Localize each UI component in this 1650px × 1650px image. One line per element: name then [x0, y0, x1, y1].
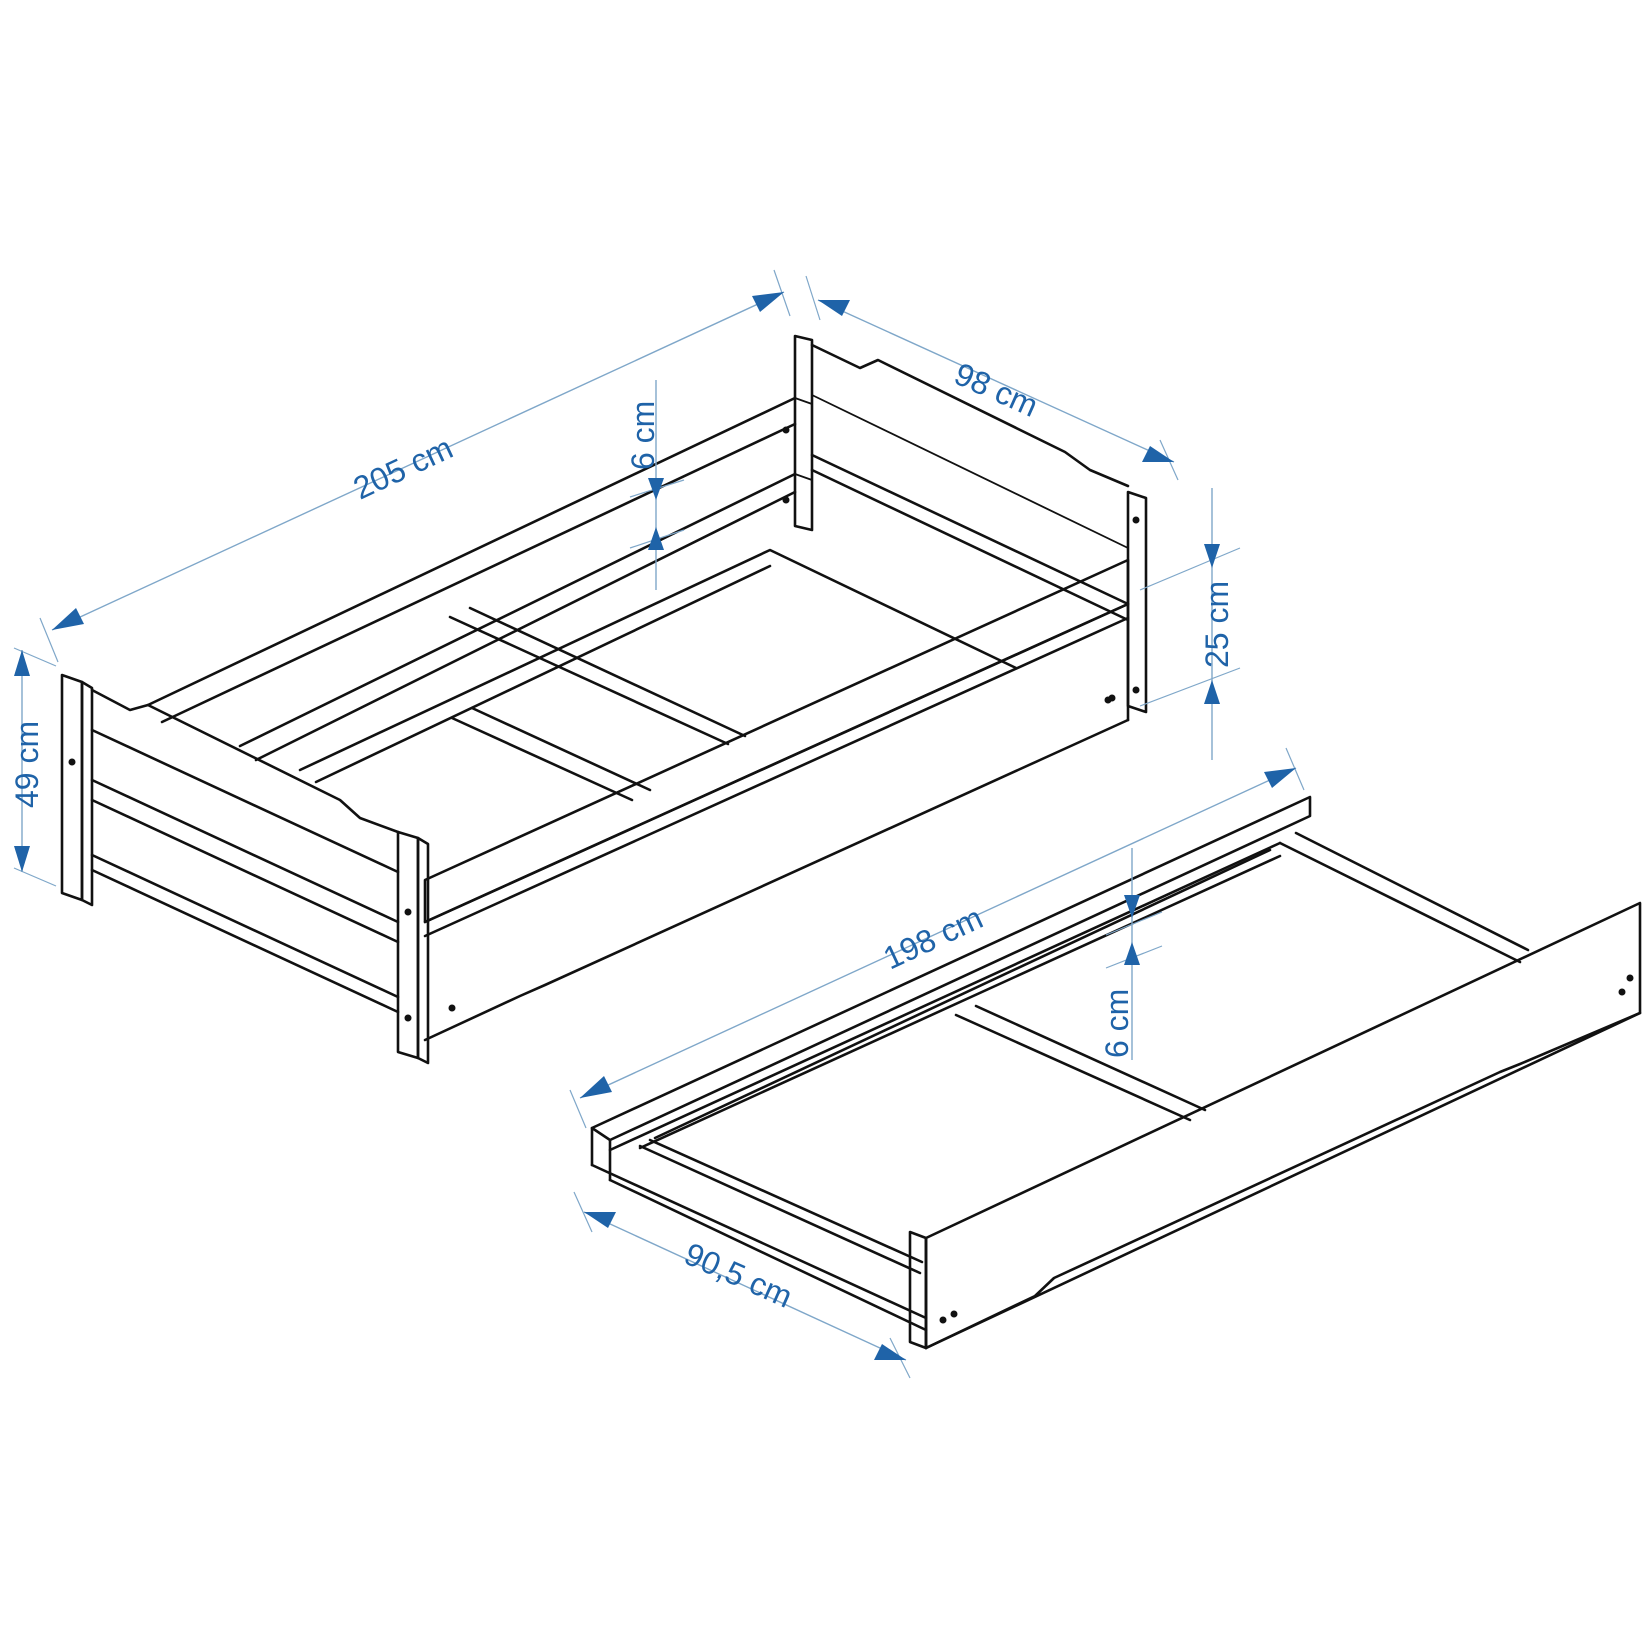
label-drawer-width: 90,5 cm — [679, 1236, 798, 1315]
slat-frame — [298, 548, 1018, 802]
label-drawer-gap: 6 cm — [1099, 989, 1135, 1058]
dimension-side-rail-height: 25 cm — [1139, 488, 1241, 760]
back-headboard — [793, 334, 1148, 714]
dimension-drawer-width: 90,5 cm — [573, 1191, 911, 1379]
label-bed-length: 205 cm — [348, 429, 458, 506]
label-side-rail-height: 25 cm — [1199, 581, 1235, 668]
front-footboard — [60, 673, 430, 1065]
dimension-drawer-length: 198 cm — [569, 747, 1305, 1129]
dimension-drawer-gap: 6 cm — [1099, 848, 1163, 1060]
dimension-bed-width: 98 cm — [805, 275, 1179, 481]
drawer — [590, 795, 1642, 1350]
front-side-rail — [423, 558, 1130, 1042]
label-drawer-length: 198 cm — [878, 899, 988, 976]
label-bed-height: 49 cm — [9, 721, 45, 808]
label-bed-width: 98 cm — [949, 356, 1043, 424]
back-side-rail — [146, 396, 813, 762]
label-rail-gap: 6 cm — [625, 401, 661, 470]
dimension-rail-gap: 6 cm — [625, 380, 685, 590]
bed-frame — [60, 334, 1148, 1065]
dimension-bed-height: 49 cm — [9, 647, 57, 887]
